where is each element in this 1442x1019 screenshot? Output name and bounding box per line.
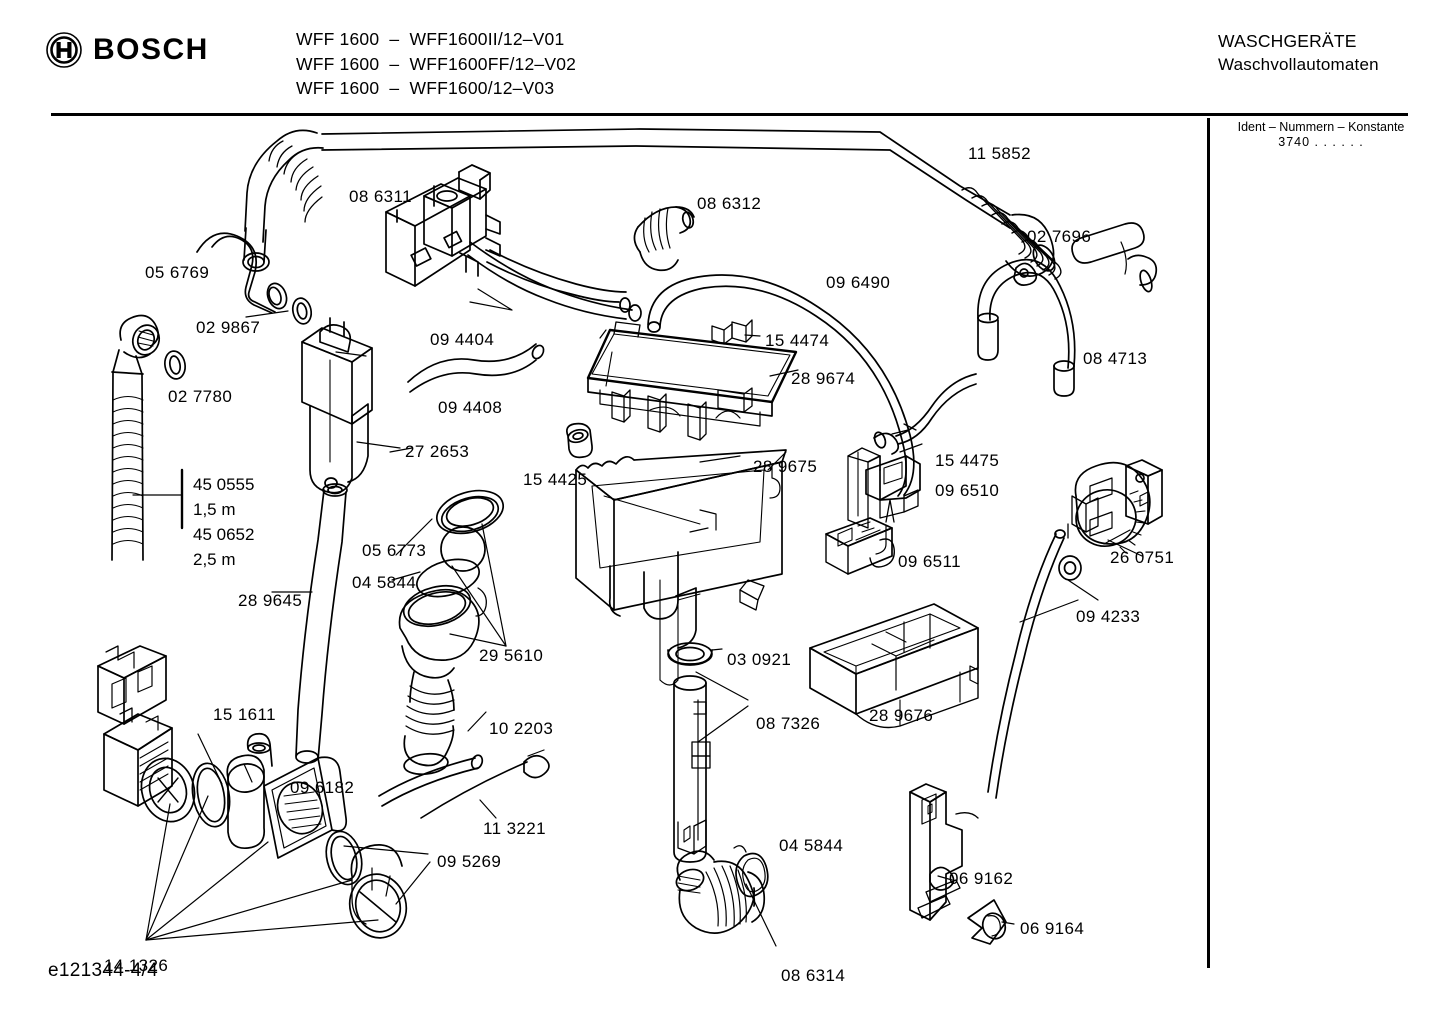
part-number-callout: 14 1326 bbox=[104, 956, 169, 975]
category-block: WASCHGERÄTE Waschvollautomaten bbox=[1218, 29, 1379, 77]
vertical-divider bbox=[1207, 118, 1210, 968]
ident-line-1: Ident – Nummern – Konstante bbox=[1237, 120, 1405, 134]
category-main: WASCHGERÄTE bbox=[1218, 31, 1357, 51]
part-number-callout: 15 4475 bbox=[935, 451, 1000, 470]
part-number-callout: 09 5269 bbox=[437, 852, 502, 871]
part-number-callout: 05 6769 bbox=[145, 263, 210, 282]
part-number-callout: 28 9645 bbox=[238, 591, 303, 610]
part-number-callout: 09 4408 bbox=[438, 398, 503, 417]
part-number-callout: 08 6314 bbox=[781, 966, 846, 985]
part-number-callout: 09 6510 bbox=[935, 481, 1000, 500]
part-number-callout: 28 9674 bbox=[791, 369, 856, 388]
part-number-callout: 06 9162 bbox=[949, 869, 1014, 888]
part-number-callout: 08 4713 bbox=[1083, 349, 1148, 368]
document-id: e121344-4/4 bbox=[48, 960, 159, 981]
part-number-callout: 02 9867 bbox=[196, 318, 261, 337]
model-list: WFF 1600 – WFF1600II/12–V01 WFF 1600 – W… bbox=[296, 29, 577, 98]
part-number-callout: 27 2653 bbox=[405, 442, 470, 461]
part-number-callout: 08 6312 bbox=[697, 194, 762, 213]
brand-name: BOSCH bbox=[93, 33, 209, 66]
part-number-callout: 08 7326 bbox=[756, 714, 821, 733]
part-number-callout: 04 5844 bbox=[352, 573, 417, 592]
part-number-callout: 28 9675 bbox=[753, 457, 818, 476]
part-number-callout: 02 7780 bbox=[168, 387, 233, 406]
part-number-callout: 10 2203 bbox=[489, 719, 554, 738]
part-number-callout: 11 3221 bbox=[483, 819, 546, 838]
ident-block: Ident – Nummern – Konstante 3740 . . . .… bbox=[1216, 120, 1426, 150]
part-number-callout: 04 5844 bbox=[779, 836, 844, 855]
part-number-callout: 03 0921 bbox=[727, 650, 792, 669]
category-sub: Waschvollautomaten bbox=[1218, 55, 1379, 74]
part-number-callout: 15 1611 bbox=[213, 705, 276, 724]
part-number-callout: 09 4404 bbox=[430, 330, 495, 349]
part-number-callout: 06 9164 bbox=[1020, 919, 1085, 938]
part-number-callout: 09 6511 bbox=[898, 552, 961, 571]
part-number-callout: 11 5852 bbox=[968, 144, 1031, 163]
ident-line-2: 3740 . . . . . . bbox=[1278, 135, 1364, 149]
hose-length-callout: 45 0555 1,5 m 45 0652 2,5 m bbox=[193, 475, 255, 569]
part-number-callout: 26 0751 bbox=[1110, 548, 1175, 567]
part-number-callout: 09 4233 bbox=[1076, 607, 1141, 626]
part-number-callout: 09 6490 bbox=[826, 273, 891, 292]
part-number-callout: 09 6182 bbox=[290, 778, 355, 797]
part-number-callout: 08 6311 bbox=[349, 187, 412, 206]
part-number-callout: 05 6773 bbox=[362, 541, 427, 560]
part-number-callout: 29 5610 bbox=[479, 646, 544, 665]
bosch-logo-icon bbox=[45, 31, 83, 69]
header-rule bbox=[51, 113, 1408, 116]
part-number-callout: 02 7696 bbox=[1027, 227, 1092, 246]
part-number-callout: 28 9676 bbox=[869, 706, 934, 725]
part-number-callout: 15 4474 bbox=[765, 331, 830, 350]
part-number-callout: 15 4425 bbox=[523, 470, 588, 489]
